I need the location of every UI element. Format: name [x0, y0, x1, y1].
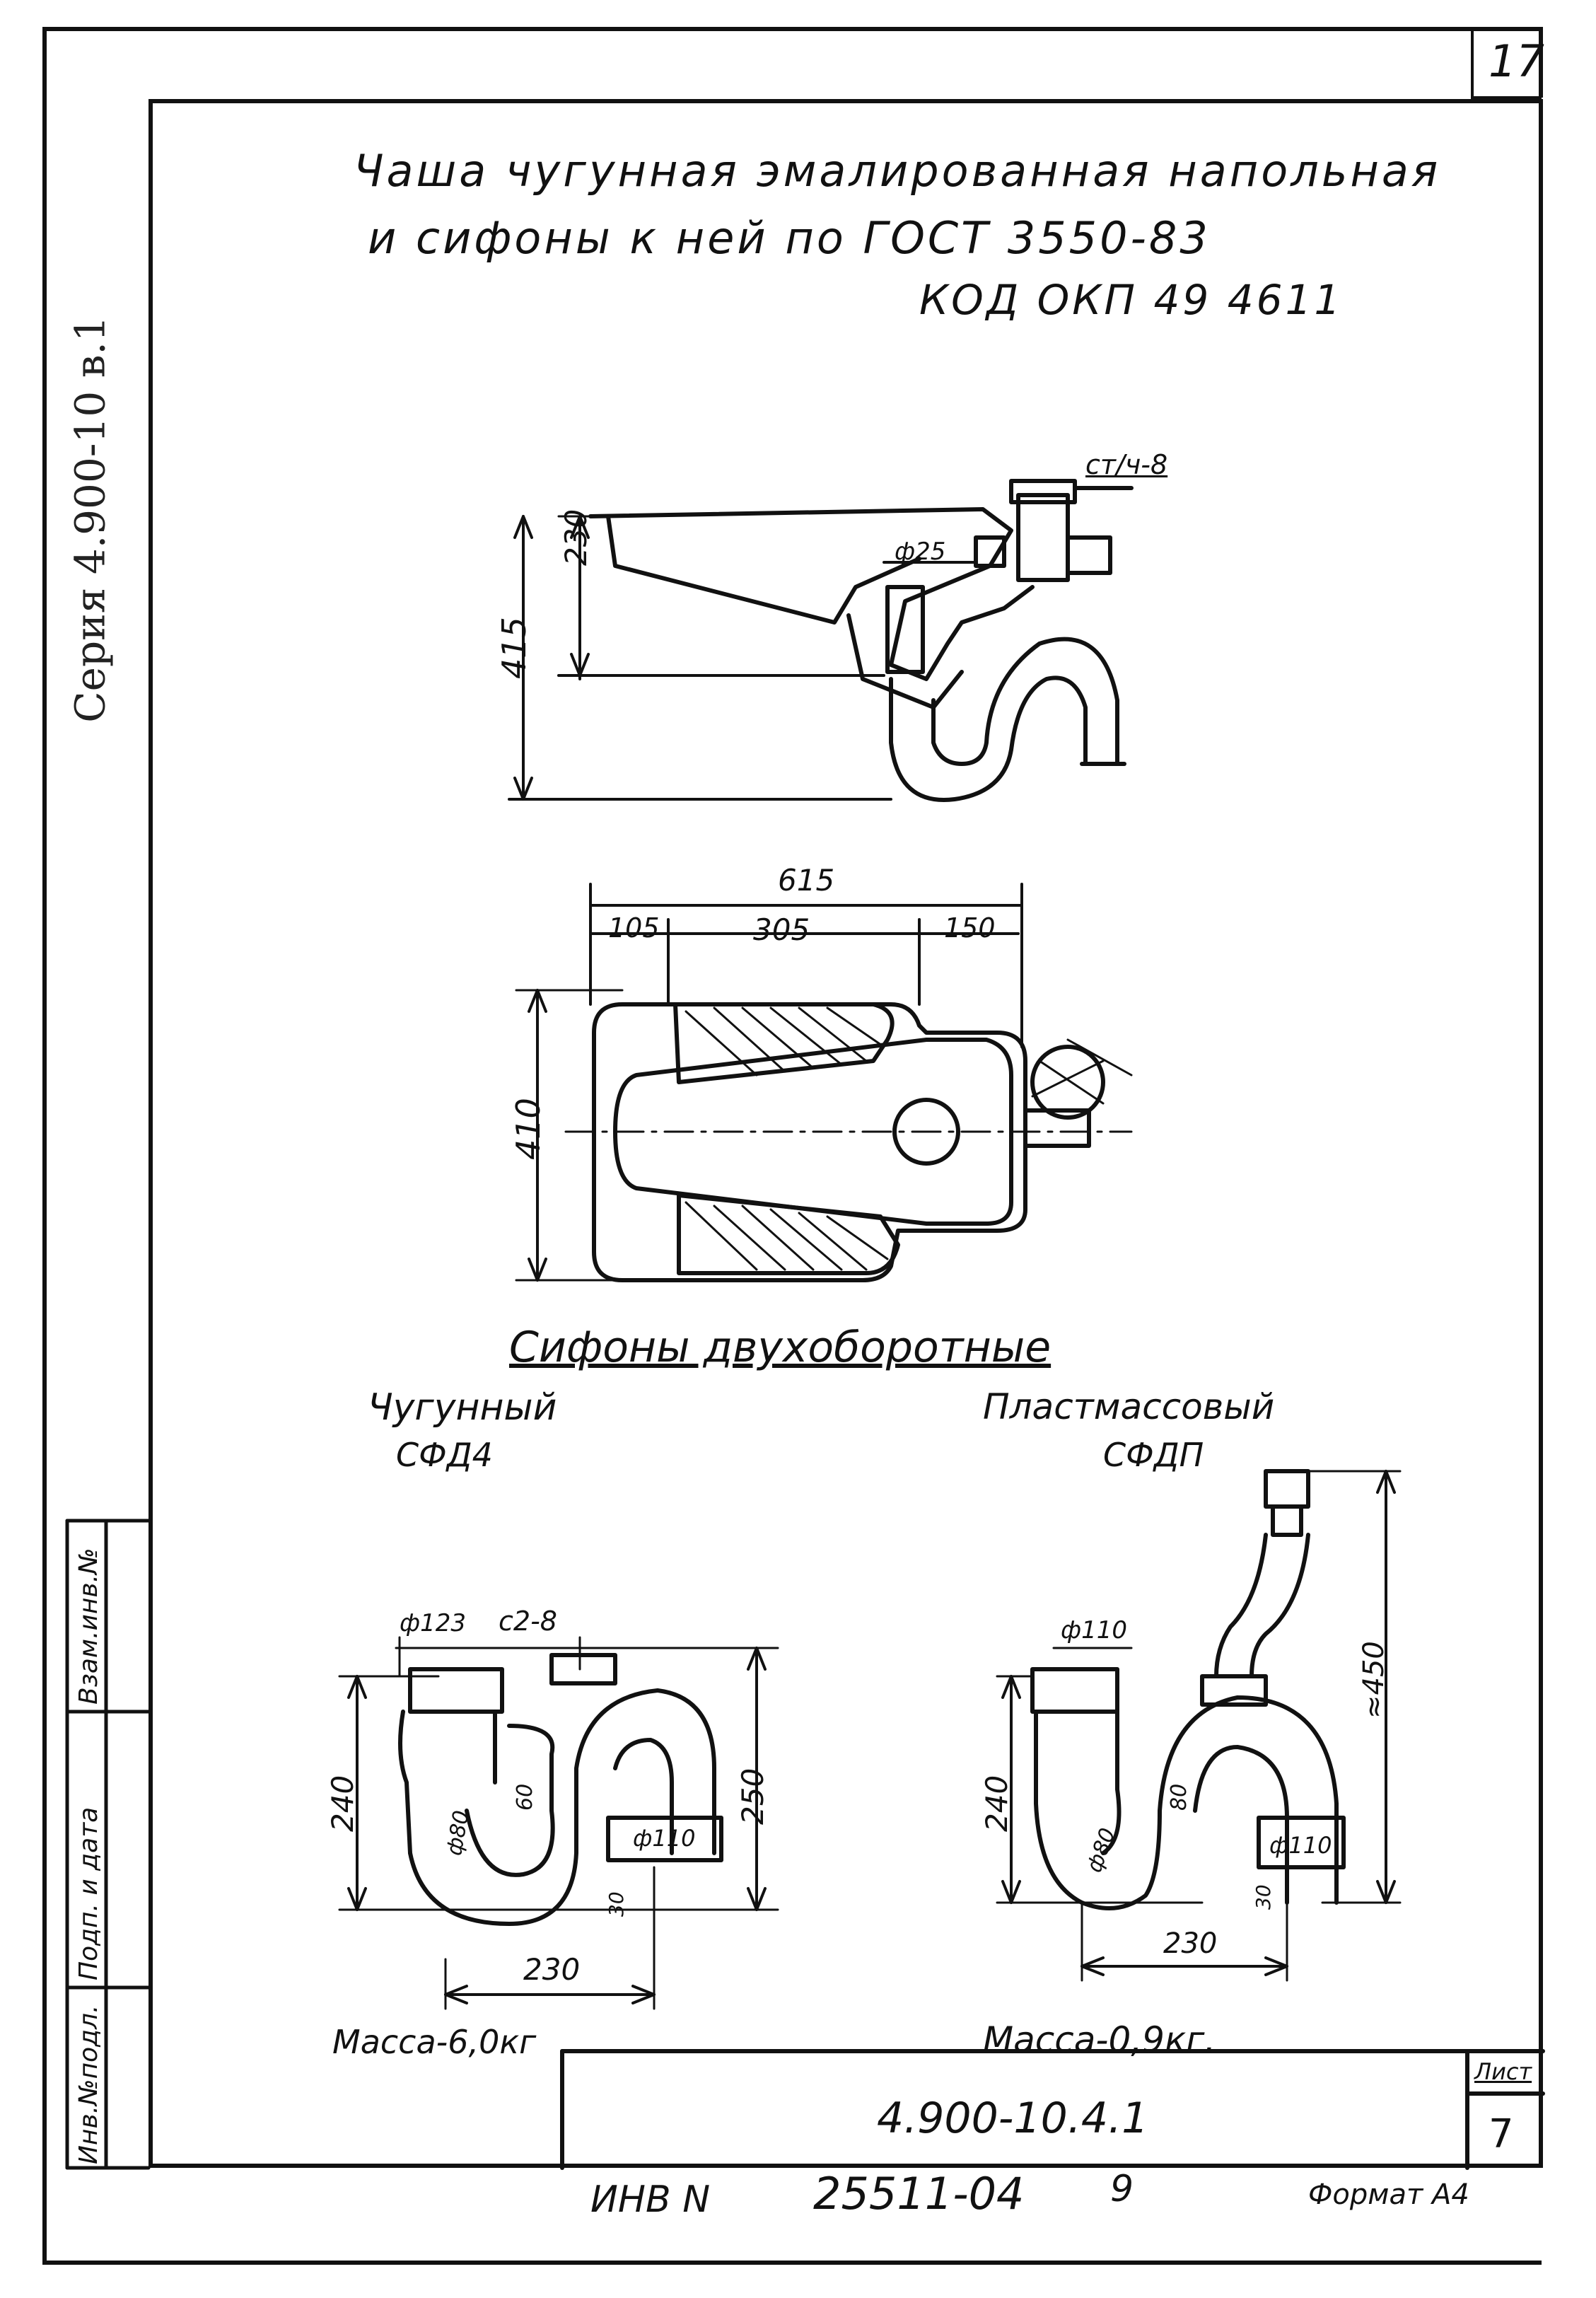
title-block-code: 4.900-10.4.1	[877, 2094, 1149, 2143]
stamp-inv-podl: Инв.№подл.	[74, 2004, 103, 2164]
cast-iron-dim-c2-8: с2-8	[499, 1606, 557, 1637]
cast-iron-dim-d123: ф123	[400, 1609, 466, 1637]
dim-615: 615	[778, 863, 835, 898]
cast-iron-dim-250: 250	[735, 1768, 770, 1825]
outer-border-left	[42, 27, 47, 2262]
cast-iron-dim-240: 240	[325, 1775, 360, 1832]
dim-150: 150	[944, 912, 996, 944]
cast-iron-mass: Масса-6,0кг	[332, 2023, 537, 2061]
drawing-frame	[148, 99, 1543, 2168]
stamp-vzam-inv: Взам.инв.№	[74, 1548, 103, 1705]
outer-border-bottom	[42, 2261, 1542, 2265]
plastic-mass: Масса-0,9кг.	[983, 2019, 1216, 2060]
dim-410: 410	[509, 1098, 547, 1160]
stamp-columns	[65, 1519, 151, 2170]
cast-iron-code: СФД4	[396, 1436, 493, 1474]
plastic-code: СФДП	[1103, 1436, 1204, 1474]
dim-305: 305	[753, 912, 810, 947]
plastic-name: Пластмассовый	[983, 1386, 1275, 1427]
plastic-dim-d110: ф110	[1061, 1616, 1127, 1644]
dim-105: 105	[608, 912, 660, 944]
cast-iron-dim-230: 230	[523, 1952, 581, 1987]
cast-iron-dim-30: 30	[605, 1891, 628, 1917]
outer-border-right	[1539, 27, 1543, 98]
siphon-cast-iron-drawing	[338, 1636, 779, 2010]
outer-border-top	[42, 27, 1542, 31]
plastic-dim-30: 30	[1252, 1884, 1275, 1910]
plastic-dim-240: 240	[979, 1775, 1014, 1832]
title-block-sheet-label: Лист	[1474, 2058, 1532, 2085]
dim-415-side: 415	[495, 617, 533, 679]
footer-inv-label: ИНВ N	[590, 2178, 711, 2221]
siphons-heading: Сифоны двухоборотные	[509, 1323, 1052, 1372]
cast-iron-dim-60: 60	[513, 1783, 537, 1811]
siphon-plastic-drawing	[996, 1469, 1402, 1982]
title-line-1: Чаша чугунная эмалированная напольная	[354, 145, 1441, 197]
sheet-number-top: 17	[1489, 35, 1544, 87]
dim-hole-label: ф25	[895, 538, 946, 566]
cast-iron-dim-110: ф110	[633, 1825, 696, 1852]
footer-format: Формат А4	[1308, 2178, 1469, 2211]
plastic-dim-450: ≈450	[1358, 1641, 1390, 1719]
title-line-2: и сифоны к ней по ГОСТ 3550-83	[368, 212, 1211, 264]
plastic-dim-110: ф110	[1269, 1832, 1332, 1859]
title-line-3: КОД ОКП 49 4611	[919, 276, 1344, 324]
title-block	[560, 2049, 1545, 2170]
bowl-plan-view	[515, 883, 1133, 1282]
plastic-dim-80b: 80	[1167, 1783, 1192, 1811]
cast-iron-name: Чугунный	[368, 1386, 557, 1429]
dim-230-side: 230	[559, 509, 593, 566]
stamp-podp-data: Подп. и дата	[74, 1806, 103, 1980]
dim-pipe-label: ст/ч-8	[1085, 449, 1168, 480]
top-sheet-box	[1471, 28, 1542, 99]
footer-inv-number: 25511-04	[813, 2168, 1025, 2219]
plastic-dim-230: 230	[1163, 1927, 1218, 1960]
title-block-sheet-value: 7	[1489, 2111, 1514, 2157]
footer-page: 9	[1110, 2168, 1134, 2210]
bowl-side-view	[508, 479, 1134, 802]
